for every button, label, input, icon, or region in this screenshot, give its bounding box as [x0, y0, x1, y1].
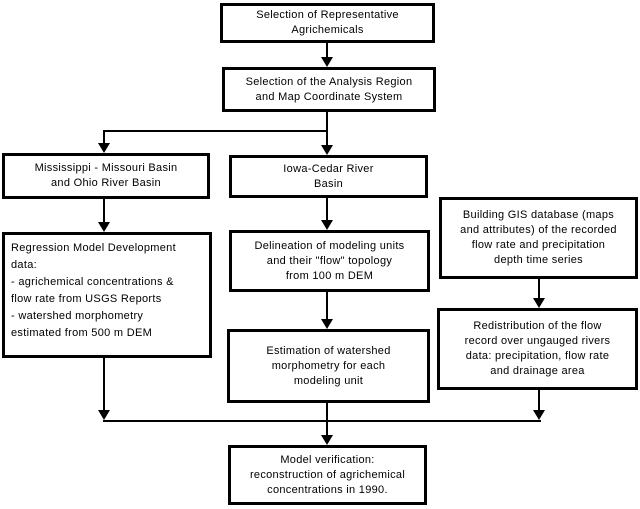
- box-select-agrichemicals: Selection of Representative Agrichemical…: [220, 3, 435, 43]
- branch-stub-line: [326, 112, 328, 132]
- arrow-agrichemicals-to-region-head: [321, 57, 333, 67]
- box-gis-database: Building GIS database (maps and attribut…: [439, 197, 638, 279]
- arrow-gis-to-redistribution-line: [538, 279, 540, 299]
- arrow-region-to-iowa-head: [321, 145, 333, 155]
- box-select-region: Selection of the Analysis Region and Map…: [222, 67, 436, 112]
- arrow-regression-to-merge-head: [98, 410, 110, 420]
- box-model-verification: Model verification: reconstruction of ag…: [228, 445, 427, 505]
- branch-horizontal-line: [103, 130, 328, 132]
- box-watershed-estimation: Estimation of watershed morphometry for …: [227, 329, 430, 403]
- arrow-delineation-to-estimation-line: [326, 292, 328, 320]
- arrow-estimation-to-verification-line: [326, 403, 328, 436]
- arrow-regression-to-merge-line: [103, 358, 105, 411]
- arrow-redistribution-to-merge-line: [538, 390, 540, 411]
- arrow-redistribution-to-merge-head: [533, 410, 545, 420]
- arrow-gis-to-redistribution-head: [533, 298, 545, 308]
- arrow-delineation-to-estimation-head: [321, 319, 333, 329]
- box-delineation: Delineation of modeling units and their …: [229, 230, 430, 292]
- box-mississippi-basin: Mississippi - Missouri Basin and Ohio Ri…: [2, 153, 210, 199]
- arrow-region-to-iowa-line: [326, 131, 328, 146]
- arrow-mississippi-to-regression-head: [98, 222, 110, 232]
- box-iowa-cedar-basin: Iowa-Cedar River Basin: [229, 155, 428, 198]
- arrow-estimation-to-verification-head: [321, 435, 333, 445]
- arrow-iowa-to-delineation-line: [326, 198, 328, 221]
- merge-connector-line: [103, 420, 541, 422]
- box-flow-redistribution: Redistribution of the flow record over u…: [437, 308, 638, 390]
- arrow-mississippi-to-regression-line: [103, 199, 105, 223]
- arrow-region-to-mississippi-head: [98, 143, 110, 153]
- arrow-agrichemicals-to-region-line: [326, 43, 328, 58]
- arrow-region-to-mississippi-line: [103, 131, 105, 144]
- box-regression-model: Regression Model Development data: - agr…: [2, 232, 212, 358]
- arrow-iowa-to-delineation-head: [321, 220, 333, 230]
